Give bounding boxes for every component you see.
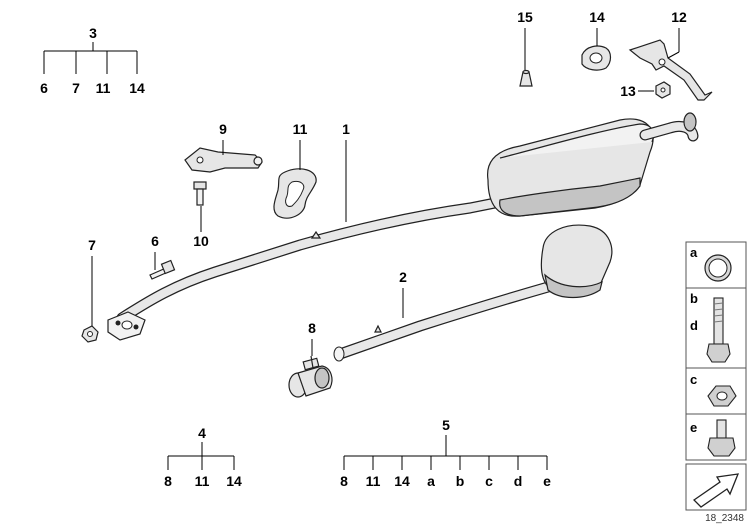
callout-13: 13 bbox=[620, 83, 636, 99]
legend-label-d: d bbox=[690, 318, 698, 333]
group-3-label: 3 bbox=[89, 25, 97, 41]
legend-panel: a b d c e bbox=[685, 241, 747, 524]
short-bolt-icon bbox=[707, 419, 736, 457]
group-5-child-14: 14 bbox=[394, 473, 410, 489]
bolt-icon bbox=[706, 297, 731, 363]
gasket-ring-icon bbox=[704, 254, 732, 282]
group-3-child-6: 6 bbox=[40, 80, 48, 96]
rubber-cap-part-15 bbox=[519, 69, 533, 87]
nut-part-7 bbox=[81, 325, 99, 343]
group-4-bracket: 4 8 11 14 bbox=[164, 425, 242, 489]
callout-10: 10 bbox=[193, 233, 209, 249]
group-5-child-11: 11 bbox=[366, 473, 381, 489]
callout-8: 8 bbox=[308, 320, 316, 336]
group-5-child-d: d bbox=[514, 473, 523, 489]
figure-id: 18_2348 bbox=[705, 513, 744, 524]
front-pipe-part-1 bbox=[107, 196, 506, 341]
group-5-bracket: 5 8 11 14 a b c d e bbox=[340, 417, 551, 489]
legend-label-b: b bbox=[690, 291, 698, 306]
group-3-child-7: 7 bbox=[72, 80, 80, 96]
group-4-label: 4 bbox=[198, 425, 206, 441]
group-3-child-11: 11 bbox=[96, 80, 111, 96]
rear-muffler bbox=[487, 112, 699, 217]
bolt-part-10 bbox=[193, 181, 207, 206]
nut-part-13 bbox=[655, 81, 671, 99]
group-4-child-8: 8 bbox=[164, 473, 172, 489]
callout-6: 6 bbox=[151, 233, 159, 249]
group-4-child-14: 14 bbox=[226, 473, 242, 489]
rubber-mount-part-11 bbox=[273, 168, 317, 219]
legend-label-e: e bbox=[690, 420, 697, 435]
clamp-part-8 bbox=[288, 355, 333, 398]
bracket-part-9 bbox=[184, 147, 263, 173]
group-3-child-14: 14 bbox=[129, 80, 145, 96]
callout-12: 12 bbox=[671, 9, 687, 25]
legend-label-c: c bbox=[690, 372, 697, 387]
group-5-child-c: c bbox=[485, 473, 493, 489]
callout-14: 14 bbox=[589, 9, 605, 25]
group-4-child-11: 11 bbox=[195, 473, 210, 489]
callout-11: 11 bbox=[293, 121, 308, 137]
group-5-child-e: e bbox=[543, 473, 551, 489]
group-5-child-8: 8 bbox=[340, 473, 348, 489]
group-3-bracket: 3 6 7 11 14 bbox=[40, 25, 145, 96]
rubber-mount-part-14 bbox=[581, 45, 612, 71]
callout-1: 1 bbox=[342, 121, 350, 137]
legend-label-a: a bbox=[690, 245, 698, 260]
callout-2: 2 bbox=[399, 269, 407, 285]
nut-icon bbox=[707, 385, 737, 407]
callout-15: 15 bbox=[517, 9, 533, 25]
bolt-part-6 bbox=[149, 259, 176, 280]
group-5-child-b: b bbox=[456, 473, 465, 489]
arrow-icon bbox=[692, 473, 740, 508]
bracket-part-12 bbox=[628, 39, 713, 101]
group-5-label: 5 bbox=[442, 417, 450, 433]
callout-9: 9 bbox=[219, 121, 227, 137]
callouts: 1 2 9 11 10 6 7 8 15 14 12 13 bbox=[88, 9, 687, 356]
group-5-child-a: a bbox=[427, 473, 435, 489]
callout-7: 7 bbox=[88, 237, 96, 253]
center-pipe-part-2 bbox=[333, 224, 613, 362]
